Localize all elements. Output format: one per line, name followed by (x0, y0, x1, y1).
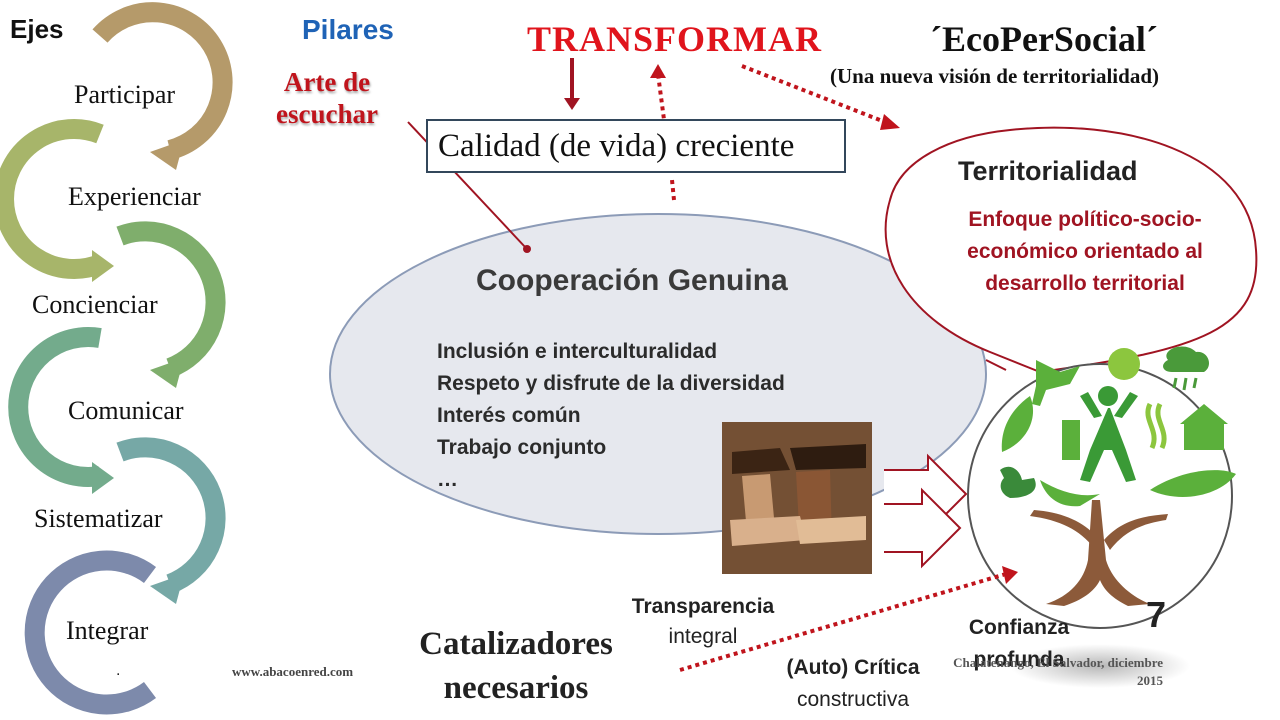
credit-line2: 2015 (1137, 673, 1163, 688)
cooperacion-title: Cooperación Genuina (476, 264, 788, 297)
header-pilares: Pilares (302, 14, 394, 45)
cooperacion-item: Interés común (437, 404, 581, 427)
line-territorial-to-tree (985, 359, 1007, 371)
catalizadores-title: Catalizadores necesarios (419, 626, 613, 706)
axis-label-sistematizar: Sistematizar (34, 504, 163, 533)
cooperacion-item: … (437, 468, 458, 491)
page-number: 7 (1146, 594, 1167, 635)
arrow-calidad-up (656, 73, 676, 201)
eco-tree-icon (1000, 346, 1236, 606)
block-arrow-lower (884, 487, 962, 569)
confianza-label: Confianza profunda (968, 616, 1070, 671)
cooperacion-list: Inclusión e interculturalidad Respeto y … (437, 336, 785, 496)
cooperacion-item: Trabajo conjunto (437, 436, 607, 459)
territorialidad-text: Enfoque político-socio-económico orienta… (967, 208, 1203, 295)
title-ecopersocial: ´EcoPerSocial´ (930, 19, 1158, 59)
arrow-catalizadores (679, 572, 1007, 672)
website-link[interactable]: www.abacoenred.com (232, 664, 354, 679)
arc-comunicar-head (92, 462, 114, 494)
hands-photo (722, 422, 872, 574)
axes-cycle (0, 2, 233, 715)
arc-concienciar-head (150, 358, 184, 388)
transparencia-line1: Transparencia (631, 595, 775, 618)
territorialidad-title: Territorialidad (958, 156, 1138, 186)
credit-text: Chalatenango, El Salvador, diciembre 201… (898, 654, 1163, 690)
arc-integrar (24, 550, 157, 715)
calidad-box: Calidad (de vida) creciente (426, 119, 846, 173)
cooperacion-item: Inclusión e interculturalidad (437, 340, 718, 363)
credit-line1: Chalatenango, El Salvador, diciembre (953, 655, 1163, 670)
connectors (407, 58, 1018, 672)
axis-label-integrar: Integrar (66, 616, 149, 645)
arc-sistematizar (116, 437, 226, 594)
cooperacion-item: Respeto y disfrute de la diversidad (437, 372, 785, 395)
axis-label-experienciar: Experienciar (68, 182, 201, 211)
tree-circle (967, 363, 1233, 629)
header-ejes: Ejes (10, 14, 64, 44)
title-transformar: TRANSFORMAR (527, 19, 822, 59)
axis-label-concienciar: Concienciar (32, 290, 158, 319)
arc-participar (92, 2, 233, 160)
critica-line1: (Auto) Crítica (786, 656, 920, 679)
arc-participar-head (150, 140, 184, 170)
arc-concienciar (116, 221, 226, 378)
arc-sistematizar-head (150, 574, 184, 604)
arc-experienciar-head (92, 250, 114, 282)
pillar-arte-de-escuchar: Arte de escuchar (276, 67, 378, 129)
subtitle-ecopersocial: (Una nueva visión de territorialidad) (830, 64, 1159, 88)
arc-comunicar (8, 327, 102, 487)
axis-label-comunicar: Comunicar (68, 396, 184, 425)
tree-circle-shadow (1010, 644, 1190, 688)
arc-experienciar (0, 119, 104, 279)
arrow-to-ecopersocial (741, 64, 891, 126)
critica-label: (Auto) Crítica constructiva (760, 652, 946, 716)
transparencia-line2: integral (668, 625, 738, 648)
small-dot: . (116, 662, 121, 679)
transparencia-label: Transparencia integral (602, 592, 804, 652)
axis-label-participar: Participar (74, 80, 176, 109)
critica-line2: constructiva (796, 688, 910, 711)
